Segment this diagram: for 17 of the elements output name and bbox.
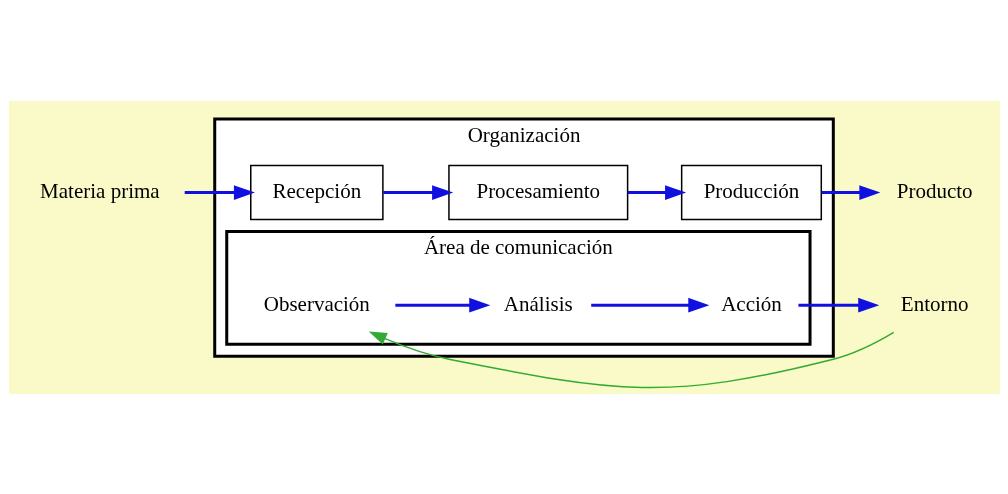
node-box: Procesamiento xyxy=(447,164,628,220)
node-text: Producto xyxy=(896,178,973,203)
arrow xyxy=(627,184,686,200)
node-text: Entorno xyxy=(900,291,968,316)
arrow xyxy=(368,331,894,388)
arrow xyxy=(394,297,490,313)
arrow xyxy=(821,184,880,200)
arrow xyxy=(382,184,453,200)
arrow xyxy=(797,297,879,313)
node-box: Recepción xyxy=(249,164,384,220)
arrow xyxy=(184,184,255,200)
node-text: Acción xyxy=(720,291,782,316)
node-text: Análisis xyxy=(503,291,573,316)
arrow xyxy=(590,297,709,313)
node-text: Materia prima xyxy=(39,178,160,203)
node-text: Observación xyxy=(263,291,370,316)
node-box: Producción xyxy=(680,164,822,220)
